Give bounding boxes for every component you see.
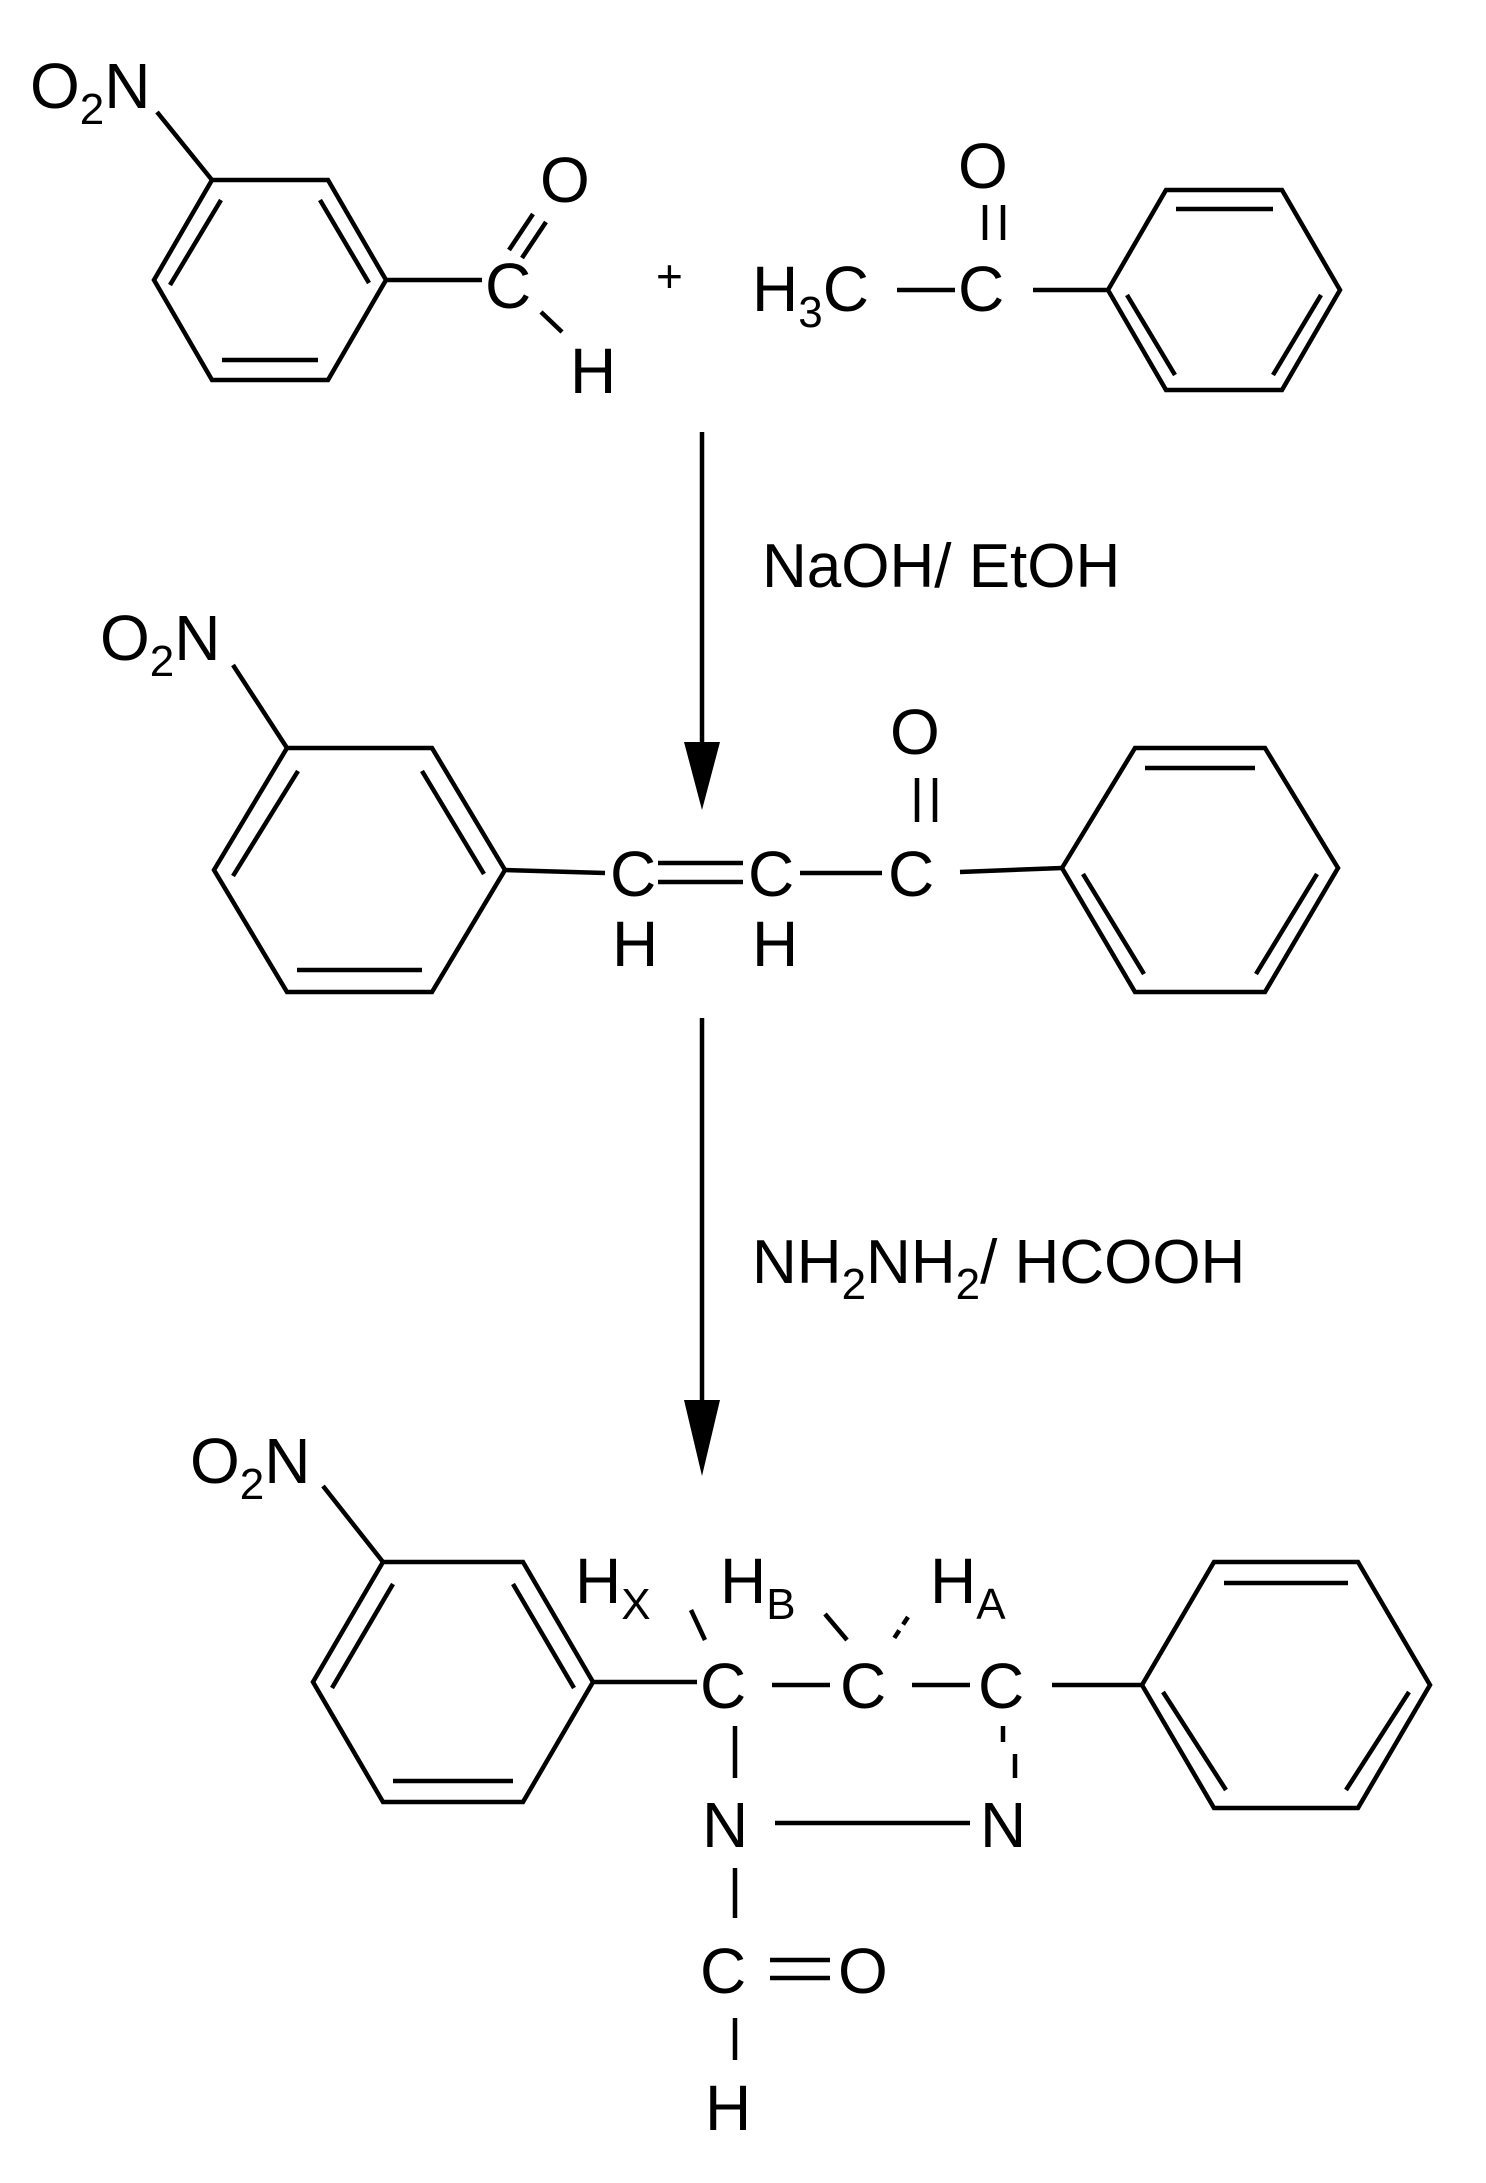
c4-hb-bond: [823, 1612, 849, 1642]
carbonyl-carbon: C: [485, 250, 531, 322]
alpha-hydrogen: H: [612, 908, 658, 980]
benzene-ring: [310, 1559, 596, 1805]
ketone-carbon: C: [888, 838, 934, 910]
chalcone: O2N C H C H C O: [100, 602, 1341, 995]
reagent-step2: NH2NH2/ HCOOH: [752, 1228, 1245, 1309]
nitro-group-label: O2N: [190, 1425, 310, 1509]
ring-inner-bond: [168, 198, 223, 287]
carbonyl-ring-bond: [959, 865, 1063, 875]
nitrobenzaldehyde: O2N C O H: [30, 50, 616, 407]
nitro-bond: [321, 1484, 385, 1564]
ketone-oxygen: O: [958, 130, 1008, 202]
acetophenone: H3C C O: [752, 130, 1343, 393]
ketone-carbon: C: [958, 253, 1004, 325]
reaction-arrow-step1: [684, 432, 720, 810]
ring-inner-bond: [330, 1582, 395, 1690]
ring-to-vinyl-bond: [504, 867, 606, 876]
c4-ha-bond: [891, 1615, 910, 1642]
c5-carbon: C: [700, 1650, 746, 1722]
ring-inner-bond: [1271, 293, 1323, 377]
alpha-carbon: C: [610, 838, 656, 910]
arrowhead: [684, 742, 720, 810]
hydrogen-x-label: HX: [575, 1545, 651, 1629]
ring-inner-bond: [420, 769, 486, 876]
ring-inner-bond: [1254, 872, 1319, 976]
pyrazoline: O2N HX HB HA C C C N N C O H: [190, 1425, 1433, 2144]
nitro-group-label: O2N: [100, 602, 220, 686]
n1-nitrogen: N: [702, 1789, 748, 1861]
carbonyl-oxygen: O: [540, 144, 590, 216]
beta-carbon: C: [748, 838, 794, 910]
methyl-label: H3C: [752, 253, 869, 337]
beta-hydrogen: H: [752, 908, 798, 980]
nitro-group-label: O2N: [30, 50, 150, 134]
plus-sign: +: [656, 250, 683, 302]
phenyl-ring: [1059, 745, 1341, 995]
c4-carbon: C: [840, 1650, 886, 1722]
ketone-oxygen: O: [890, 696, 940, 768]
ring-inner-bond: [1161, 1690, 1228, 1792]
phenyl-ring: [1139, 1559, 1433, 1811]
ring-inner-bond: [231, 769, 300, 878]
formyl-oxygen: O: [838, 1935, 888, 2007]
carbonyl-double-bond: [520, 220, 548, 260]
benzene-ring: [211, 745, 508, 995]
ring-inner-bond: [1344, 1690, 1411, 1792]
ring-inner-bond: [511, 1582, 576, 1690]
phenyl-ring: [1105, 187, 1343, 393]
ring-inner-bond: [1081, 872, 1146, 976]
hydrogen-a-label: HA: [930, 1545, 1006, 1629]
nitro-bond: [231, 663, 289, 750]
nitro-bond: [155, 110, 214, 182]
carbonyl-double-bond: [507, 212, 535, 252]
c5-hx-bond: [688, 1609, 708, 1641]
aldehyde-h-bond: [539, 310, 564, 334]
reaction-arrow-step2: [684, 1018, 720, 1476]
benzene-ring: [151, 177, 389, 383]
formyl-carbon: C: [700, 1935, 746, 2007]
n2-nitrogen: N: [980, 1789, 1026, 1861]
hydrogen-b-label: HB: [720, 1545, 796, 1629]
ring-inner-bond: [318, 198, 371, 285]
arrowhead: [684, 1400, 720, 1476]
formyl-hydrogen: H: [705, 2072, 751, 2144]
reagent-step1: NaOH/ EtOH: [762, 532, 1120, 601]
ring-inner-bond: [1125, 293, 1177, 377]
aldehyde-hydrogen: H: [570, 335, 616, 407]
c3-carbon: C: [978, 1650, 1024, 1722]
